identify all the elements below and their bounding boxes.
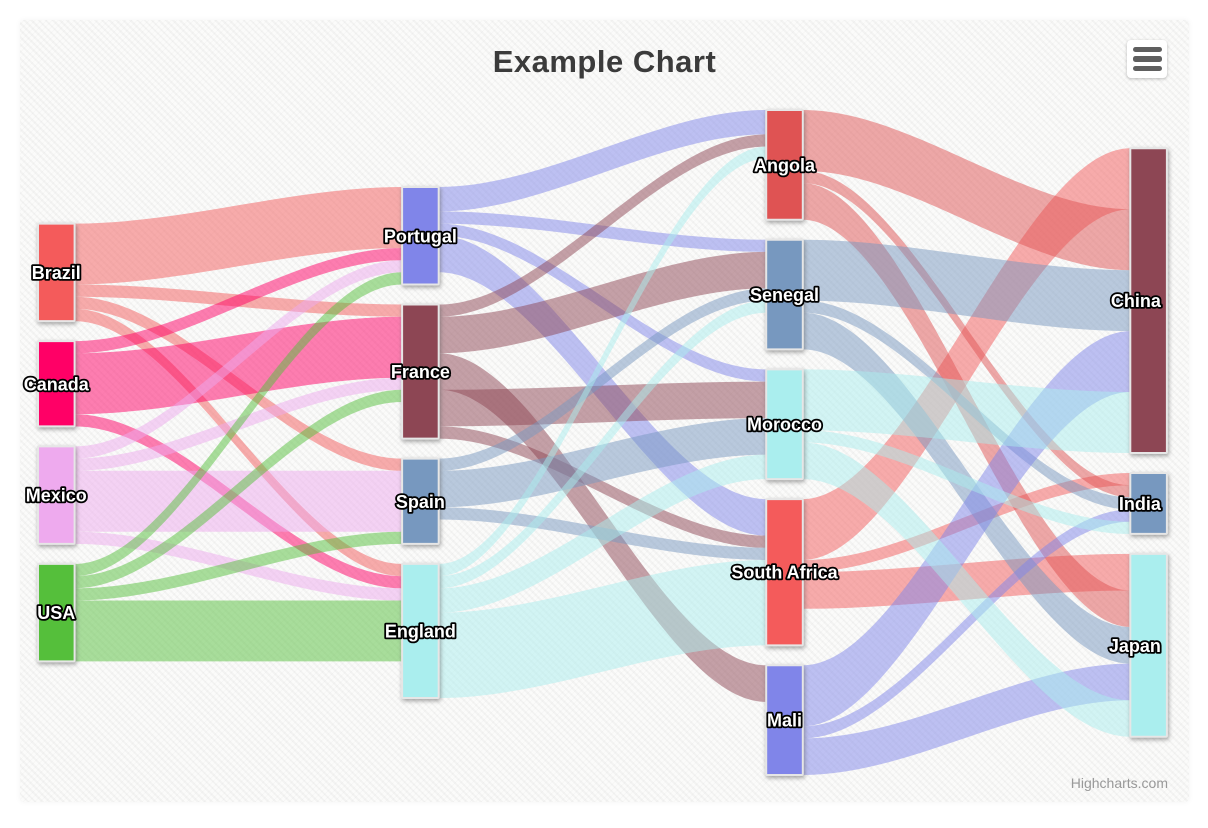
hamburger-icon bbox=[1132, 46, 1162, 53]
node-Senegal[interactable] bbox=[765, 238, 804, 351]
link-Brazil-to-England[interactable] bbox=[74, 308, 403, 577]
link-Angola-to-China[interactable] bbox=[802, 110, 1131, 271]
link-France-to-Senegal[interactable] bbox=[438, 251, 767, 354]
link-France-to-Angola[interactable] bbox=[438, 134, 767, 317]
link-Spain-to-Senegal[interactable] bbox=[438, 288, 767, 471]
sankey-diagram: BrazilCanadaMexicoUSAPortugalFranceSpain… bbox=[22, 109, 1168, 776]
chart-title: Example Chart bbox=[492, 44, 717, 79]
link-England-to-Morocco[interactable] bbox=[438, 454, 767, 613]
node-Mexico[interactable] bbox=[37, 445, 76, 545]
highcharts-credits-link[interactable]: Highcharts.com bbox=[1070, 775, 1168, 791]
link-Morocco-to-China[interactable] bbox=[802, 369, 1131, 453]
link-England-to-Senegal[interactable] bbox=[438, 300, 767, 589]
node-Japan[interactable] bbox=[1129, 552, 1168, 738]
link-USA-to-Spain[interactable] bbox=[74, 531, 403, 601]
link-Morocco-to-Japan[interactable] bbox=[802, 442, 1131, 737]
link-USA-to-England[interactable] bbox=[74, 600, 403, 662]
node-Canada[interactable] bbox=[37, 340, 76, 428]
sankey-nodes bbox=[37, 109, 1168, 776]
link-Mali-to-India[interactable] bbox=[802, 509, 1131, 739]
link-England-to-South-Africa[interactable] bbox=[438, 560, 767, 698]
hamburger-icon bbox=[1132, 65, 1162, 72]
node-France[interactable] bbox=[401, 303, 440, 440]
node-Morocco[interactable] bbox=[765, 368, 804, 481]
node-England[interactable] bbox=[401, 562, 440, 700]
link-France-to-Morocco[interactable] bbox=[438, 381, 767, 427]
link-France-to-South-Africa[interactable] bbox=[438, 426, 767, 548]
link-Portugal-to-Angola[interactable] bbox=[438, 110, 767, 212]
link-Angola-to-India[interactable] bbox=[802, 170, 1131, 498]
link-Spain-to-Morocco[interactable] bbox=[438, 418, 767, 508]
link-USA-to-Portugal[interactable] bbox=[74, 272, 403, 577]
link-USA-to-France[interactable] bbox=[74, 389, 403, 589]
link-Canada-to-France[interactable] bbox=[74, 316, 403, 415]
sankey-links bbox=[74, 110, 1131, 775]
node-Mali[interactable] bbox=[765, 664, 804, 776]
node-India[interactable] bbox=[1129, 472, 1168, 535]
node-USA[interactable] bbox=[37, 562, 76, 663]
node-Portugal[interactable] bbox=[401, 186, 440, 286]
link-England-to-Angola[interactable] bbox=[438, 146, 767, 577]
hamburger-icon bbox=[1132, 56, 1162, 62]
node-South-Africa[interactable] bbox=[765, 498, 804, 647]
link-Morocco-to-India[interactable] bbox=[802, 430, 1131, 534]
node-Spain[interactable] bbox=[401, 457, 440, 545]
link-Mexico-to-Portugal[interactable] bbox=[74, 260, 403, 459]
node-Brazil[interactable] bbox=[37, 222, 76, 323]
node-Angola[interactable] bbox=[765, 109, 804, 221]
link-Mexico-to-Spain[interactable] bbox=[74, 470, 403, 532]
node-China[interactable] bbox=[1129, 147, 1168, 455]
link-Senegal-to-China[interactable] bbox=[802, 239, 1131, 332]
link-Canada-to-Portugal[interactable] bbox=[74, 248, 403, 354]
link-Brazil-to-Portugal[interactable] bbox=[74, 187, 403, 285]
context-menu-button[interactable] bbox=[1127, 40, 1167, 78]
